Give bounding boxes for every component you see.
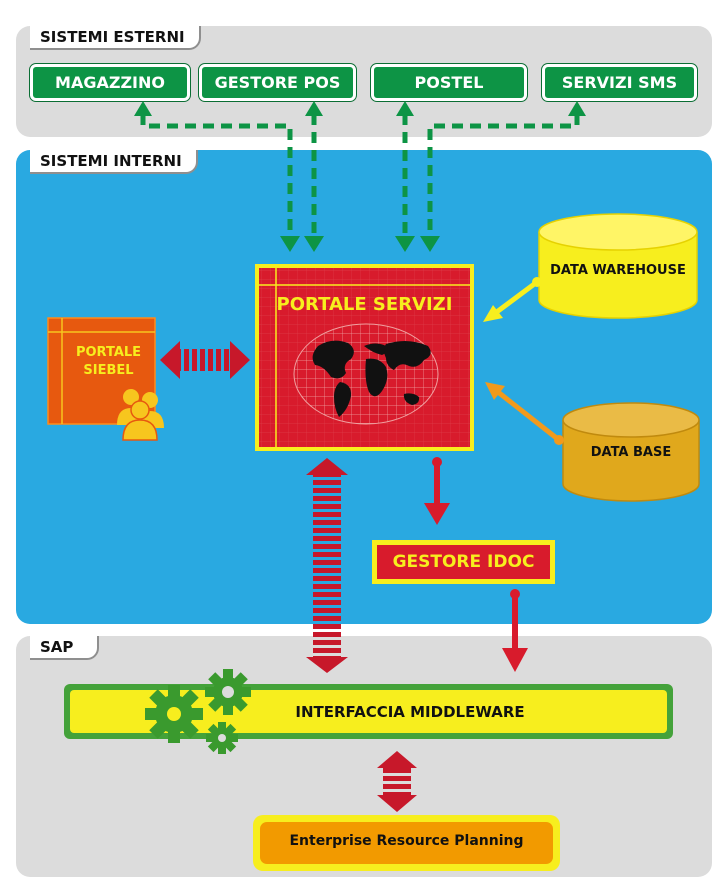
- portale-siebel-box: [47, 317, 156, 425]
- globe-icon: [293, 323, 439, 425]
- portale-servizi-label: PORTALE SERVIZI: [276, 294, 453, 315]
- portale-siebel-label-2: SIEBEL: [83, 363, 134, 378]
- portale-idoc-arrow: [424, 457, 450, 525]
- data-base-label: DATA BASE: [590, 445, 672, 460]
- data-base-arrow: [485, 382, 564, 445]
- gestore-idoc-box: [372, 540, 555, 584]
- middleware-label: INTERFACCIA MIDDLEWARE: [295, 703, 525, 721]
- erp-box: [253, 815, 560, 871]
- gestore-pos-system: GESTORE POS: [199, 64, 356, 101]
- middleware-erp-arrow: [377, 751, 417, 812]
- servizi-sms-connector: [427, 114, 580, 238]
- servizi-sms-system: SERVIZI SMS: [542, 64, 697, 101]
- sap-tab: SAP: [30, 636, 100, 660]
- erp-label: Enterprise Resource Planning: [289, 833, 524, 849]
- external-connectors: [140, 114, 580, 238]
- magazzino-connector: [140, 114, 293, 238]
- data-warehouse-arrow: [483, 277, 542, 322]
- portale-siebel-label-1: PORTALE: [75, 345, 142, 360]
- siebel-portale-arrow: [160, 341, 250, 379]
- internal-systems-tab: SISTEMI INTERNI: [30, 150, 198, 174]
- data-warehouse-cylinder: [538, 213, 698, 319]
- idoc-middleware-arrow: [502, 589, 528, 672]
- data-base-cylinder: [562, 402, 700, 502]
- data-warehouse-label: DATA WAREHOUSE: [550, 263, 686, 278]
- users-icon: [117, 389, 164, 441]
- external-systems-tab: SISTEMI ESTERNI: [30, 26, 201, 50]
- gears-icon: [145, 669, 251, 754]
- connector-arrowheads: [134, 101, 586, 252]
- gestore-idoc-label: GESTORE IDOC: [392, 552, 535, 572]
- magazzino-system: MAGAZZINO: [30, 64, 190, 101]
- postel-system: POSTEL: [371, 64, 527, 101]
- portale-middleware-arrow: [306, 458, 348, 673]
